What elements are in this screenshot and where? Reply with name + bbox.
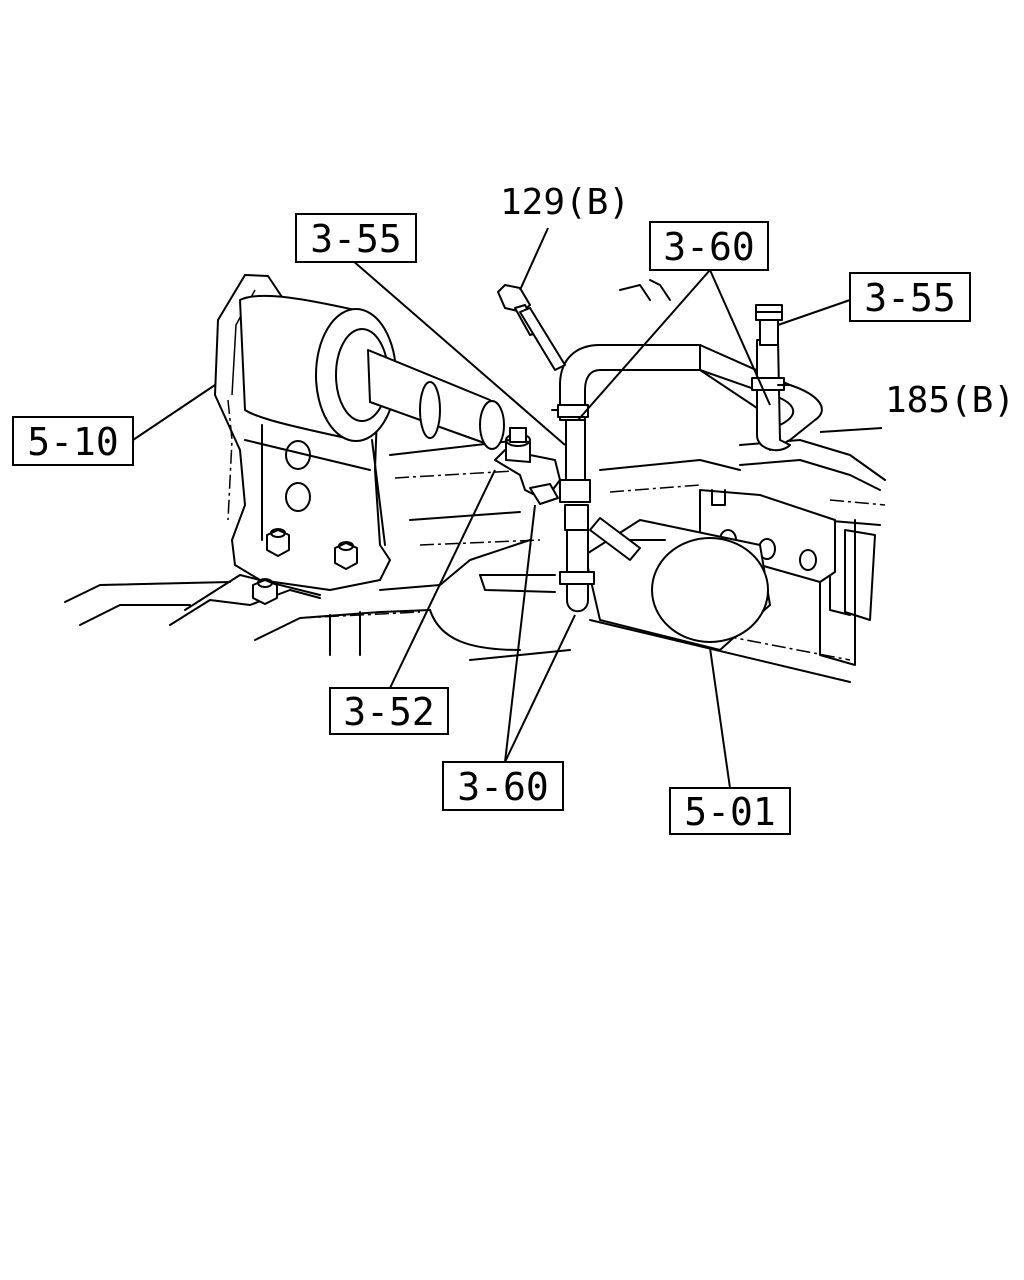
hose-assembly xyxy=(494,284,823,613)
callout-129b[interactable]: 129(B) xyxy=(500,182,630,223)
mount-bolt xyxy=(252,578,278,605)
mount-bolt xyxy=(334,541,358,570)
callout-label: 3-52 xyxy=(343,690,435,734)
callout-label: 3-60 xyxy=(663,225,755,269)
callout-label: 129(B) xyxy=(500,182,630,223)
callout-label: 3-55 xyxy=(310,217,402,261)
callout-3-60-bottom[interactable]: 3-60 xyxy=(442,761,564,811)
engine-mount-5-10 xyxy=(214,274,505,605)
callout-5-10[interactable]: 5-10 xyxy=(12,416,134,466)
callout-5-01[interactable]: 5-01 xyxy=(669,787,791,835)
callout-185b[interactable]: 185(B) xyxy=(885,380,1015,421)
callout-label: 3-55 xyxy=(864,276,956,320)
callout-3-60-top[interactable]: 3-60 xyxy=(649,221,769,271)
callout-3-55-right[interactable]: 3-55 xyxy=(849,272,971,322)
callout-label: 5-10 xyxy=(27,420,119,464)
mount-bolt xyxy=(266,528,290,557)
callout-label: 185(B) xyxy=(885,380,1015,421)
leader-lines xyxy=(132,227,883,789)
callout-label: 3-60 xyxy=(457,765,549,809)
callout-label: 5-01 xyxy=(684,790,776,834)
callout-3-55-left[interactable]: 3-55 xyxy=(295,213,417,263)
callout-3-52[interactable]: 3-52 xyxy=(329,687,449,735)
